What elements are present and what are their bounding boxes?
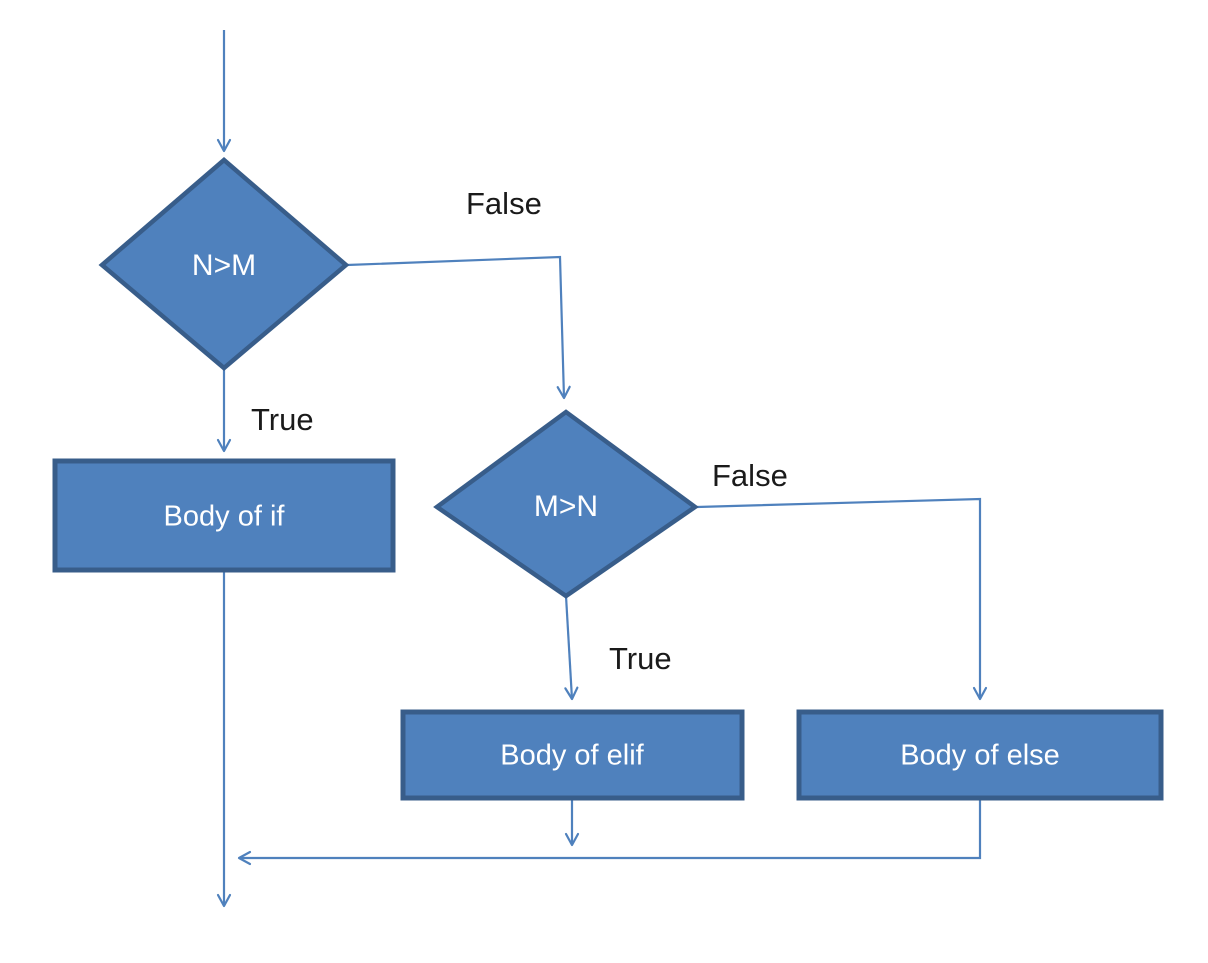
body-else-box [796, 709, 1164, 801]
edge-label-if-true: True [251, 402, 314, 437]
body-if-box [52, 458, 396, 573]
decision-if-diamond [98, 157, 350, 371]
edge-label-elif-false: False [712, 458, 788, 493]
decision-if-label: N>M [191, 249, 257, 282]
edge-decision-elif-false [696, 497, 988, 701]
body-elif-box [400, 709, 745, 801]
body-else-label: Body of else [900, 739, 1060, 772]
edge-body-else-merge [237, 798, 982, 866]
body-if-label: Body of if [163, 500, 285, 533]
edge-decision-if-false [346, 255, 571, 400]
edge-label-elif-true: True [609, 641, 672, 676]
decision-elif-label: M>N [533, 490, 599, 523]
edge-decision-elif-true [564, 595, 579, 701]
body-elif-label: Body of elif [500, 739, 644, 772]
decision-elif-diamond [433, 409, 699, 599]
edge-label-if-false: False [466, 186, 542, 221]
